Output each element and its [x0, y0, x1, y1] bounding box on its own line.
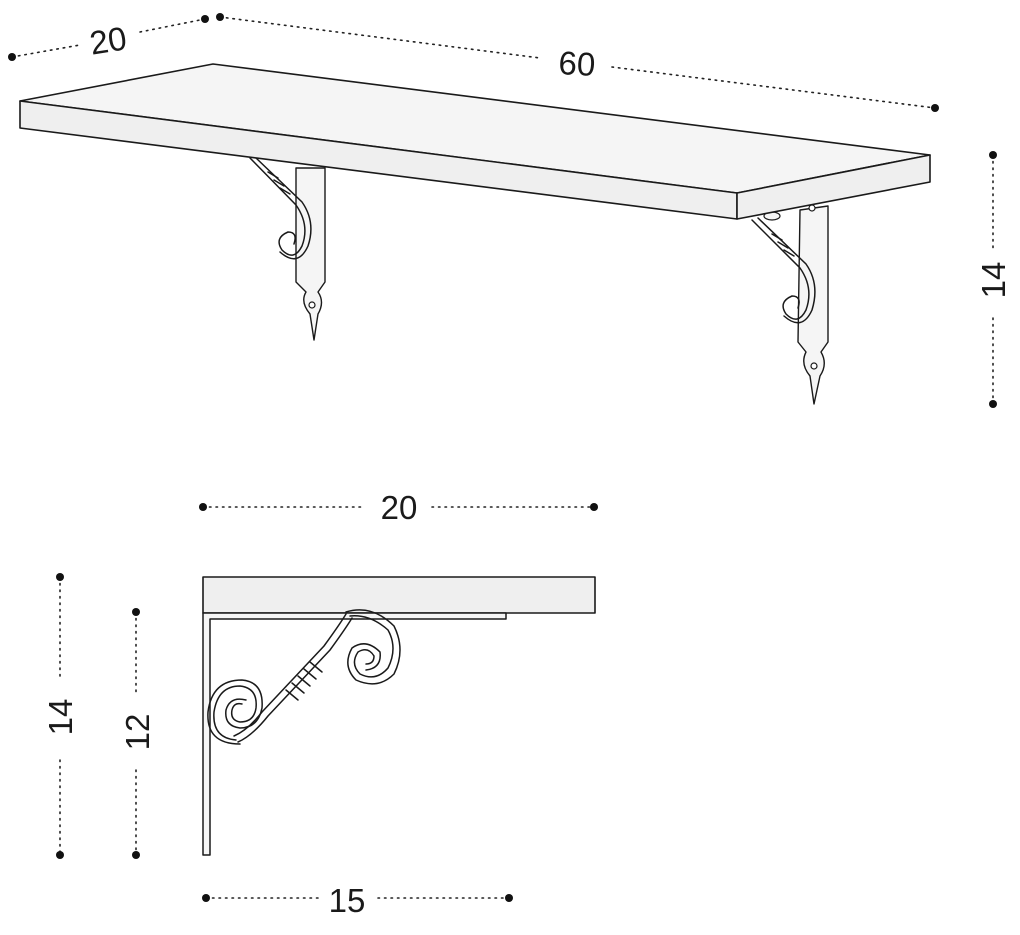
side-total-height-dimension-line — [56, 573, 64, 859]
height-dimension-line — [989, 151, 997, 408]
side-bracket-height-label: 12 — [119, 714, 156, 751]
side-bracket-length-dimension-line — [202, 894, 513, 902]
depth-dimension-line — [8, 15, 209, 61]
side-total-height-label: 14 — [42, 699, 79, 736]
side-view: 20 14 12 15 — [42, 489, 598, 919]
side-decorative-scroll — [207, 609, 401, 745]
left-wall-bracket — [249, 157, 326, 341]
length-label: 60 — [558, 44, 597, 83]
side-shelf-board — [202, 576, 596, 614]
side-l-bracket — [202, 612, 507, 856]
side-width-label: 20 — [381, 489, 418, 526]
perspective-view: 20 60 14 — [8, 13, 1012, 408]
side-bracket-length-label: 15 — [329, 882, 366, 919]
right-wall-bracket — [751, 204, 829, 405]
depth-label: 20 — [87, 19, 129, 61]
shelf-board — [19, 63, 931, 220]
side-width-dimension-line — [199, 503, 598, 511]
length-dimension-line — [216, 13, 939, 112]
height-label: 14 — [975, 262, 1012, 299]
side-bracket-height-dimension-line — [132, 608, 140, 859]
